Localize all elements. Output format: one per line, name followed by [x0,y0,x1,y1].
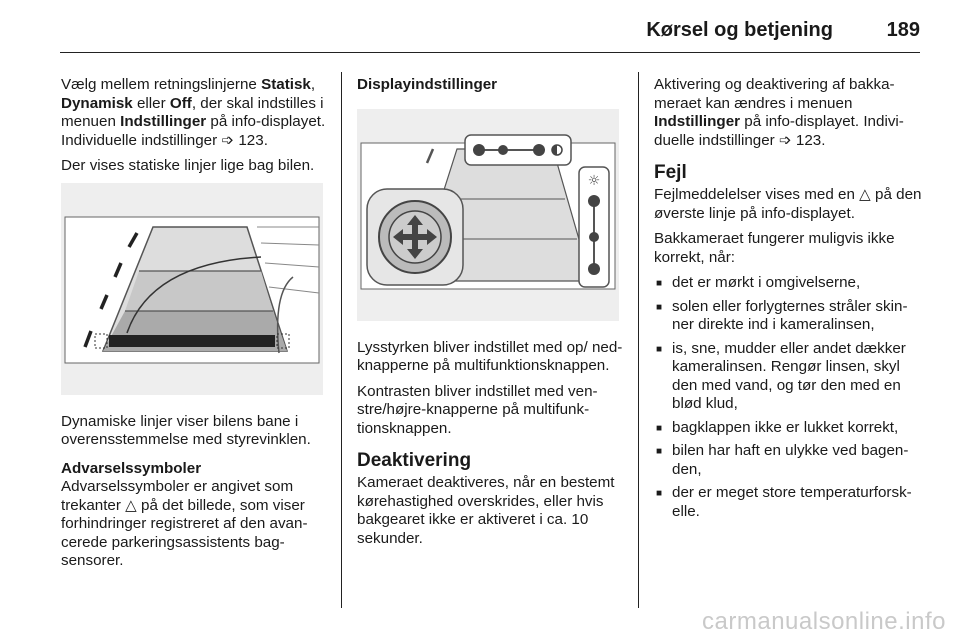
watermark: carmanualsonline.info [702,608,946,635]
column-1: Vælg mellem retningslinjerne Statisk, Dy… [61,76,329,578]
list-item: bagklappen ikke er lukket korrekt, [654,419,924,438]
contrast-paragraph: Kontrasten bliver indstillet med ven­str… [357,382,598,437]
static-lines-paragraph: Der vises statiske linjer lige bag bilen… [61,157,315,174]
page-number: 189 [886,19,920,41]
brightness-icon: ☼ [588,173,601,189]
list-item: der er meget store temperaturforsk­elle. [654,484,924,521]
deactivation-paragraph: Kameraet deaktiveres, når en be­stemt kø… [357,474,615,547]
header-title: Kørsel og betjening [646,19,833,41]
fault-message-paragraph: Fejlmeddelelser vises med en △ på den øv… [654,186,922,222]
display-settings-heading: Displayindstillinger [357,76,498,93]
column-divider-1 [341,72,342,608]
activation-paragraph: Aktivering og deaktivering af bakka­mera… [654,76,904,149]
page-header: Kørsel og betjening 189 [0,0,960,53]
list-item: bilen har haft en ulykke ved bagen­den, [654,442,924,479]
display-settings-illustration: ☼ [357,108,619,321]
guideline-diagram [64,216,320,363]
reference-arrow: ➩ 123. [778,131,826,149]
header-rule [60,52,920,53]
list-item: det er mørkt i omgivelserne, [654,274,924,293]
column-divider-2 [638,72,639,608]
guideline-paragraph: Vælg mellem retningslinjerne Statisk, Dy… [61,76,326,149]
brightness-paragraph: Lysstyrken bliver indstillet med op/ ned… [357,338,623,375]
display-settings-diagram: ☼ [360,133,616,289]
deactivation-heading: Deaktivering [357,450,472,471]
column-3: Aktivering og deaktivering af bakka­mera… [654,76,924,526]
fault-heading: Fejl [654,162,687,183]
four-way-arrow-icon [393,214,437,259]
fault-conditions-list: det er mørkt i omgivelserne, solen eller… [654,274,924,521]
column-2: Displayindstillinger ☼ [357,76,625,555]
list-item: is, sne, mudder eller andet dækker kamer… [654,340,924,414]
dynamic-lines-paragraph: Dynamiske linjer viser bilens bane i ove… [61,412,311,449]
guideline-illustration [61,182,323,395]
warning-symbols-paragraph: Advarselssymboler er angivet som trekant… [61,478,308,569]
warning-symbols-heading: Advarselssymboler [61,459,202,477]
reference-arrow: ➩ 123. [221,131,268,149]
list-item: solen eller forlygternes stråler skin­ne… [654,298,924,335]
fault-conditions-intro: Bakkameraet fungerer muligvis ikke korre… [654,230,895,266]
